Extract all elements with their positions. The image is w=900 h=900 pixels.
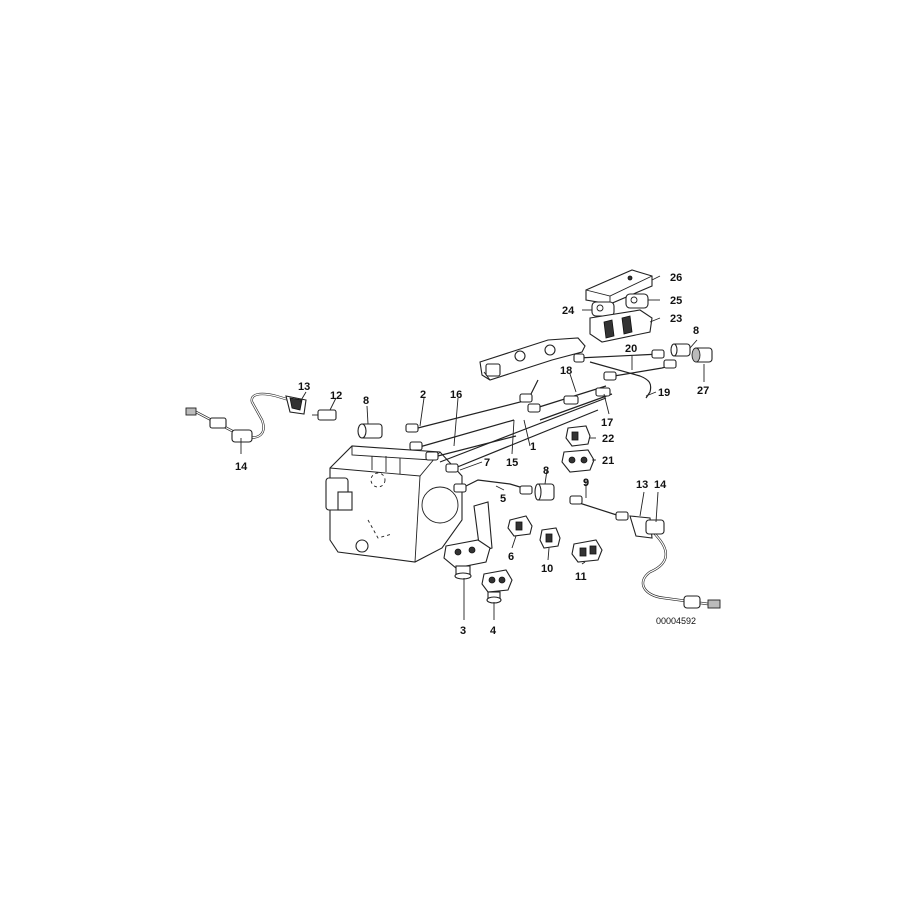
pipe-holder-25: [625, 293, 649, 309]
cap-8-right: [670, 343, 691, 357]
label-15: 15: [506, 457, 518, 469]
label-19: 19: [658, 387, 670, 399]
brake-pipe-2: [405, 379, 539, 433]
label-21: 21: [602, 455, 614, 467]
clip-6: [507, 515, 533, 537]
clip-11: [571, 539, 603, 563]
brake-hose-left: [185, 392, 307, 443]
brake-pipe-16: [409, 419, 517, 461]
brake-pipe-20: [573, 349, 665, 363]
label-24: 24: [562, 305, 575, 317]
clip-4: [481, 569, 513, 604]
master-cylinder: [479, 337, 586, 381]
cap-8-center: [534, 483, 555, 501]
label-17: 17: [601, 417, 613, 429]
brake-pipe-1: [439, 397, 607, 473]
label-5: 5: [500, 493, 506, 505]
pipe-holder-22: [565, 425, 591, 447]
label-3: 3: [460, 625, 466, 637]
label-18: 18: [560, 365, 572, 377]
clip-10: [539, 527, 561, 549]
brake-hose-right: [629, 515, 721, 609]
label-14-left: 14: [235, 461, 248, 473]
label-9: 9: [583, 477, 589, 489]
label-6: 6: [508, 551, 514, 563]
label-27: 27: [697, 385, 709, 397]
cap-8-left: [357, 423, 383, 439]
pipe-holder-26: [585, 269, 653, 305]
brake-pipe-9: [569, 495, 629, 521]
brake-pipe-17: [539, 387, 613, 421]
pipe-holder-21: [561, 449, 595, 473]
label-8-left: 8: [363, 395, 369, 407]
label-13-left: 13: [298, 381, 310, 393]
label-22: 22: [602, 433, 614, 445]
label-8-center: 8: [543, 465, 549, 477]
label-13-right: 13: [636, 479, 648, 491]
label-26: 26: [670, 272, 682, 284]
diagram-code: 00004592: [656, 616, 696, 626]
label-20: 20: [625, 343, 637, 355]
label-12: 12: [330, 390, 342, 402]
pipe-holder-23: [589, 309, 653, 343]
label-23: 23: [670, 313, 682, 325]
leader-lines: [240, 275, 705, 620]
fitting-12: [312, 409, 337, 421]
label-10: 10: [541, 563, 553, 575]
label-7: 7: [484, 457, 490, 469]
part-labels: 13 12 8 14 2 16 15 1 7 5 8 9 6 10 11 3 4…: [235, 272, 709, 637]
pipe-holder-24: [591, 301, 615, 317]
brake-pipe-19: [589, 359, 677, 399]
label-14-right: 14: [654, 479, 667, 491]
label-16: 16: [450, 389, 462, 401]
brake-pipe-5: [453, 479, 533, 495]
label-8-right: 8: [693, 325, 699, 337]
brake-pipe-18: [527, 385, 607, 413]
label-25: 25: [670, 295, 682, 307]
label-1: 1: [530, 441, 536, 453]
cap-27: [691, 347, 713, 363]
mounting-bracket: [473, 501, 493, 553]
clip-3: [443, 539, 491, 580]
label-4: 4: [490, 625, 497, 637]
label-2: 2: [420, 389, 426, 401]
abs-hydraulic-unit: [325, 445, 463, 563]
label-11: 11: [575, 571, 587, 583]
